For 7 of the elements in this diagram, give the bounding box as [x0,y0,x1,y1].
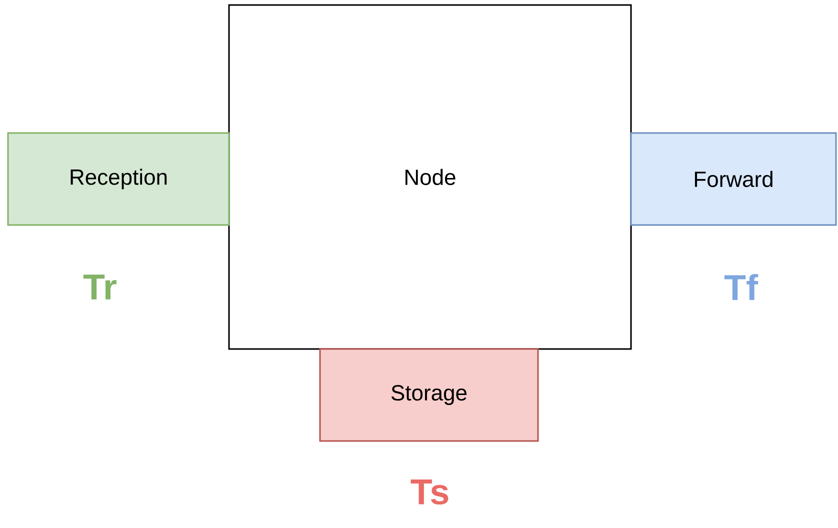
box: Forward [630,132,837,226]
time-label: Ts [410,479,448,505]
box: Reception [7,132,230,226]
node-box: Node [228,4,632,350]
box: Storage [319,348,539,442]
time-label: Tf [724,274,758,300]
time-label: Tr [83,274,116,300]
